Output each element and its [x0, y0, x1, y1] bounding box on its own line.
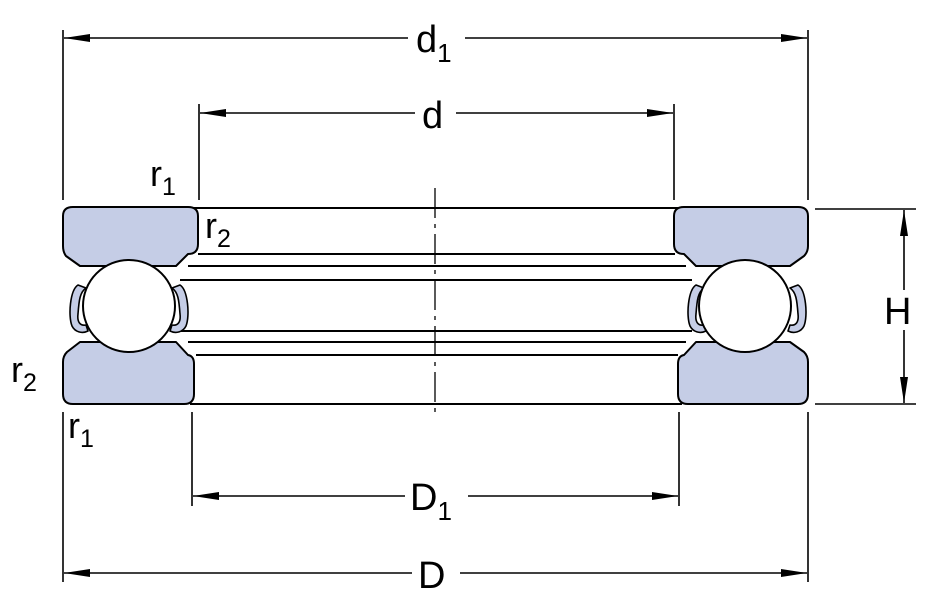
- label-bottom-r2-sub: 2: [23, 369, 37, 397]
- label-bottom-r1-main: r: [68, 405, 80, 446]
- upper-washer-right: [673, 206, 809, 267]
- label-bottom-r2-main: r: [11, 349, 23, 390]
- lower-washer-left: [62, 341, 195, 405]
- lower-washer-right: [677, 341, 809, 405]
- label-D1: D1: [410, 477, 452, 526]
- cage-right: [687, 284, 807, 334]
- cage-left: [69, 284, 189, 334]
- label-H-main: H: [884, 291, 911, 333]
- bearing-body: [62, 206, 809, 405]
- ball-left: [82, 259, 176, 353]
- label-D1-sub: 1: [437, 496, 451, 526]
- dimension-lines: [64, 34, 908, 577]
- label-top-r2-main: r: [205, 205, 217, 246]
- label-d-main: d: [422, 95, 443, 137]
- label-D: D: [418, 555, 445, 597]
- label-bottom-r2: r2: [11, 349, 37, 397]
- label-D1-main: D: [410, 477, 437, 519]
- extension-lines: [62, 30, 916, 582]
- label-d1-main: d: [416, 19, 437, 61]
- lower-washer-bore-lines: [180, 330, 692, 405]
- label-top-r2-sub: 2: [217, 225, 231, 253]
- upper-washer-bore-lines: [180, 207, 692, 281]
- label-bottom-r1: r1: [68, 405, 94, 453]
- label-d1-sub: 1: [437, 38, 451, 68]
- label-top-r1-main: r: [150, 153, 162, 194]
- upper-washer-left: [62, 206, 199, 267]
- label-top-r1: r1: [150, 153, 176, 201]
- label-H: H: [884, 291, 911, 333]
- label-top-r2: r2: [205, 205, 231, 253]
- label-bottom-r1-sub: 1: [80, 425, 94, 453]
- label-top-r1-sub: 1: [162, 173, 176, 201]
- label-d: d: [422, 95, 443, 137]
- label-D-main: D: [418, 555, 445, 597]
- label-d1: d1: [416, 19, 452, 68]
- ball-right: [698, 259, 792, 353]
